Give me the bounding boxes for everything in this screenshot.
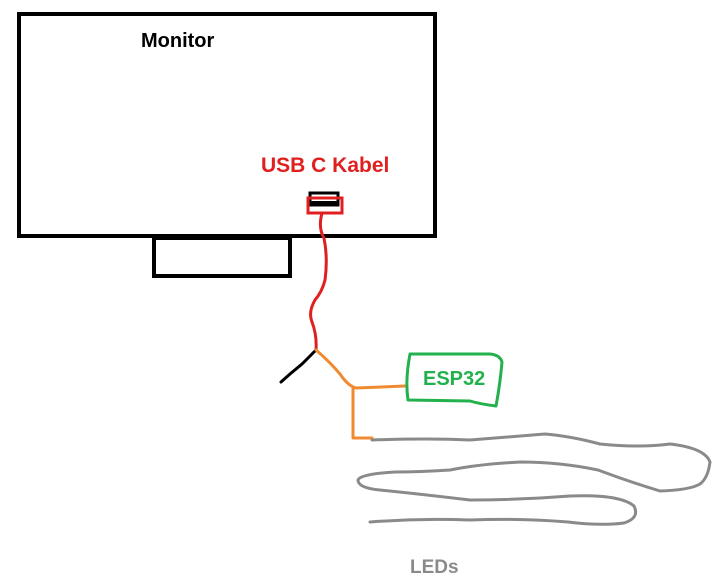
usb-cable-label: USB C Kabel — [261, 154, 390, 177]
orange-wire-to-leds — [351, 386, 374, 440]
black-wire — [279, 348, 318, 384]
led-strip — [356, 432, 712, 526]
orange-wire-to-esp32 — [314, 348, 407, 390]
monitor-screen — [17, 12, 437, 238]
esp32-label: ESP32 — [423, 368, 486, 390]
leds-label: LEDs — [410, 557, 459, 578]
monitor-stand — [152, 236, 292, 278]
monitor-label: Monitor — [141, 30, 215, 52]
usb-plug — [306, 196, 344, 215]
esp32-box — [405, 352, 504, 408]
usb-cable — [309, 211, 328, 352]
